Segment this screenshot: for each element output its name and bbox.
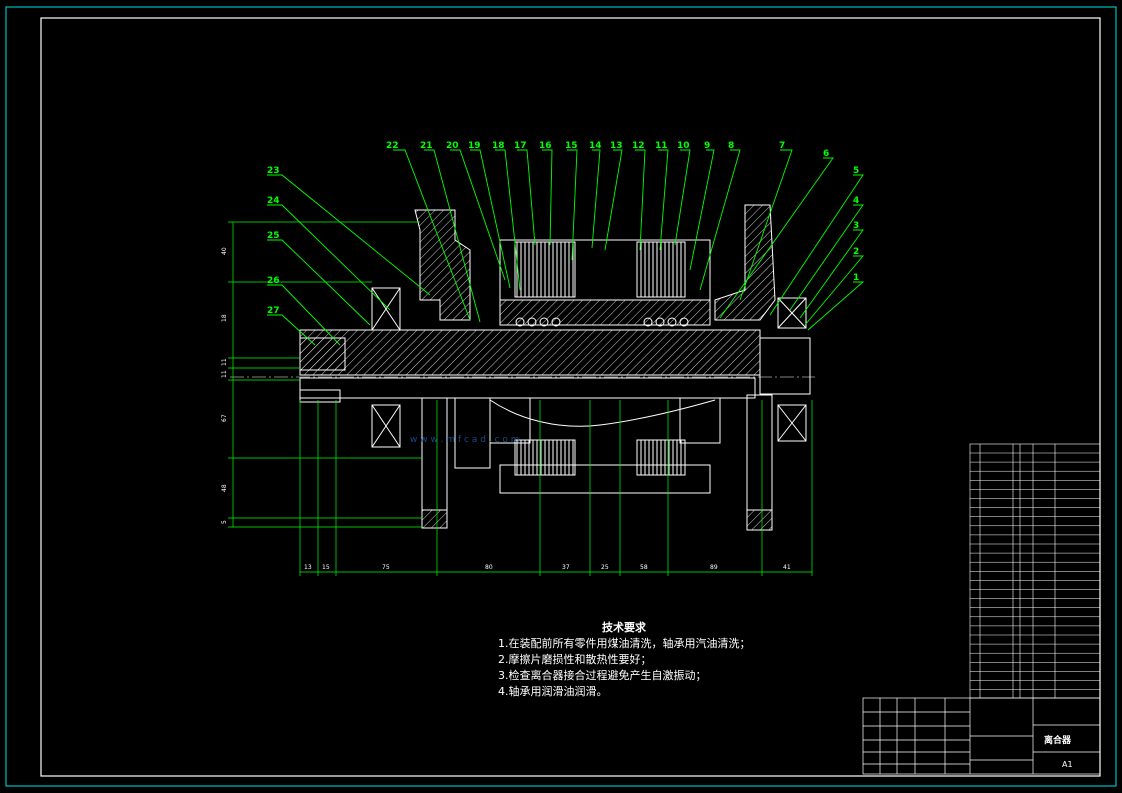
svg-text:10: 10 [677,141,690,151]
left-bearing-lower [371,404,401,448]
svg-text:22: 22 [386,141,399,151]
svg-text:13: 13 [610,141,623,151]
svg-text:4: 4 [853,196,859,206]
technical-requirements: 技术要求 1.在装配前所有零件用煤油清洗，轴承用汽油清洗； 2.摩擦片磨损性和散… [498,620,798,700]
svg-text:25: 25 [267,231,280,241]
svg-text:21: 21 [420,141,433,151]
svg-text:48: 48 [221,484,228,492]
bottom-dimension-values: 13 15 75 80 37 25 58 89 41 [304,564,791,571]
svg-text:2: 2 [853,247,859,257]
svg-text:5: 5 [853,166,859,176]
parts-list-table [969,443,1101,699]
shaft-upper [299,329,761,376]
friction-pack-right [636,241,686,298]
svg-text:25: 25 [601,564,609,571]
svg-text:11: 11 [221,358,228,366]
svg-text:12: 12 [632,141,645,151]
right-bearing-lower [777,404,807,442]
drawing-title: 离合器 [1044,734,1072,746]
left-housing-upper [414,209,471,321]
right-bearing-upper [777,297,807,329]
inner-border [40,17,1101,777]
bottom-dimension-chain [299,400,813,576]
outer-border [5,6,1117,787]
svg-text:16: 16 [539,141,552,151]
left-dimension-chain [228,221,422,528]
shaft-lower-flange [299,377,756,399]
leader-lines [267,149,865,346]
title-block [862,697,1101,775]
svg-text:1: 1 [853,273,859,283]
friction-pack-lower-left [514,439,576,476]
svg-text:37: 37 [562,564,570,571]
svg-text:75: 75 [382,564,390,571]
right-housing-upper [714,204,776,321]
sheet-size: A1 [1062,760,1073,769]
watermark: w w w . m f c a d . c o m [410,435,519,445]
friction-pack-left [514,241,576,298]
part-number-labels: 22 21 20 19 18 17 16 15 14 13 12 11 10 9… [267,141,859,316]
assembly-section-view [230,204,815,531]
left-bearing-upper [371,287,401,331]
parts-list-rows [970,452,1100,690]
tech-note-item: 1.在装配前所有零件用煤油清洗，轴承用汽油清洗； [498,637,751,650]
tech-note-item: 3.检查离合器接合过程避免产生自激振动； [498,669,707,682]
svg-text:7: 7 [779,141,785,151]
friction-pack-lower-right [636,439,686,476]
svg-text:20: 20 [446,141,459,151]
svg-text:13: 13 [304,564,312,571]
tech-note-item: 4.轴承用润滑油润滑。 [498,685,608,698]
svg-text:18: 18 [221,314,228,322]
tech-note-item: 2.摩擦片磨损性和散热性要好； [498,653,652,666]
svg-text:40: 40 [221,247,228,255]
svg-text:80: 80 [485,564,493,571]
svg-text:67: 67 [221,414,228,422]
shaft-right-end [759,337,811,395]
svg-text:89: 89 [710,564,718,571]
svg-text:14: 14 [589,141,602,151]
svg-text:11: 11 [655,141,668,151]
svg-text:11: 11 [221,370,228,378]
svg-text:3: 3 [853,221,859,231]
svg-text:58: 58 [640,564,648,571]
svg-text:26: 26 [267,276,280,286]
svg-text:6: 6 [823,149,829,159]
svg-text:27: 27 [267,306,280,316]
svg-text:17: 17 [514,141,527,151]
svg-text:15: 15 [322,564,330,571]
left-dimension-values: 40 18 11 11 67 48 5 [221,247,228,524]
needle-bearings [515,317,689,327]
svg-text:9: 9 [704,141,710,151]
svg-text:19: 19 [468,141,481,151]
svg-text:8: 8 [728,141,734,151]
svg-text:41: 41 [783,564,791,571]
clutch-drum-lower [454,397,491,469]
svg-text:5: 5 [221,520,228,524]
svg-text:18: 18 [492,141,505,151]
left-support-column [421,397,448,529]
tech-notes-title: 技术要求 [602,621,646,634]
svg-text:23: 23 [267,166,280,176]
svg-text:15: 15 [565,141,578,151]
svg-text:24: 24 [267,196,280,206]
